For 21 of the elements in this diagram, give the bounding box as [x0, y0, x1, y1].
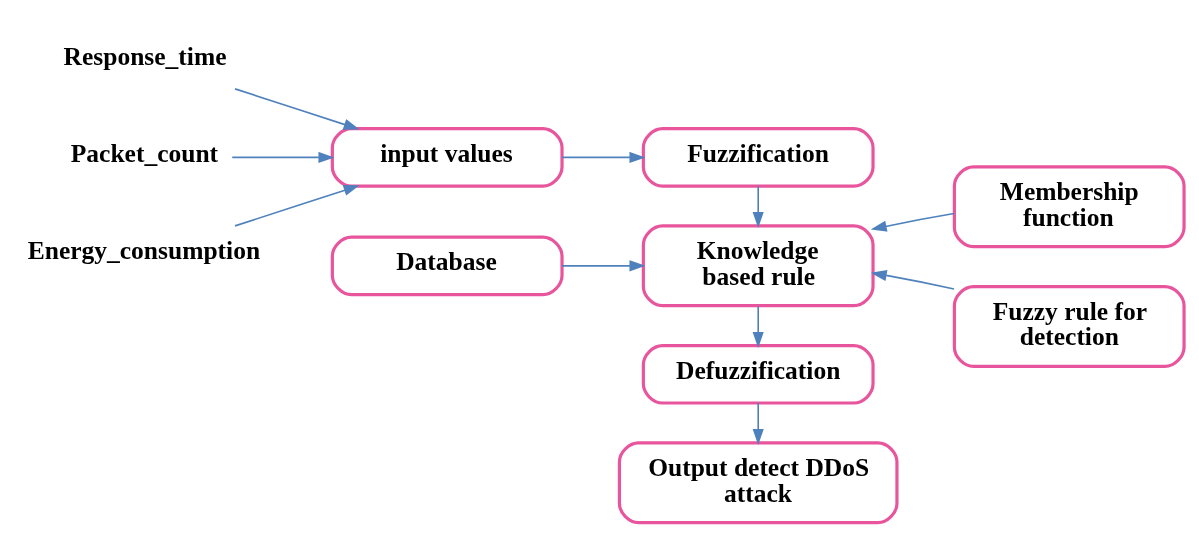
arrow: [561, 259, 646, 271]
node-text: Packet_count: [70, 138, 219, 168]
node-box: Output detect DDoS attack: [617, 440, 899, 524]
arrow: [752, 184, 764, 228]
node-box: Fuzzification: [641, 126, 875, 188]
arrow: [870, 212, 955, 232]
arrow: [561, 151, 646, 163]
node-box: Membership function: [952, 164, 1186, 248]
node-text: Response_time: [63, 41, 227, 71]
node-text: Energy_consumption: [27, 235, 261, 265]
arrow: [870, 269, 955, 290]
arrow: [752, 305, 764, 348]
node-box: Database: [330, 235, 564, 296]
arrow: [231, 151, 335, 163]
node-box: Knowledge based rule: [641, 223, 875, 307]
node-box: input values: [330, 126, 564, 188]
arrow: [234, 87, 360, 130]
arrow: [234, 184, 360, 227]
arrow: [752, 401, 764, 445]
node-box: Fuzzy rule for detection: [952, 284, 1186, 368]
node-box: Defuzzification: [641, 343, 875, 405]
